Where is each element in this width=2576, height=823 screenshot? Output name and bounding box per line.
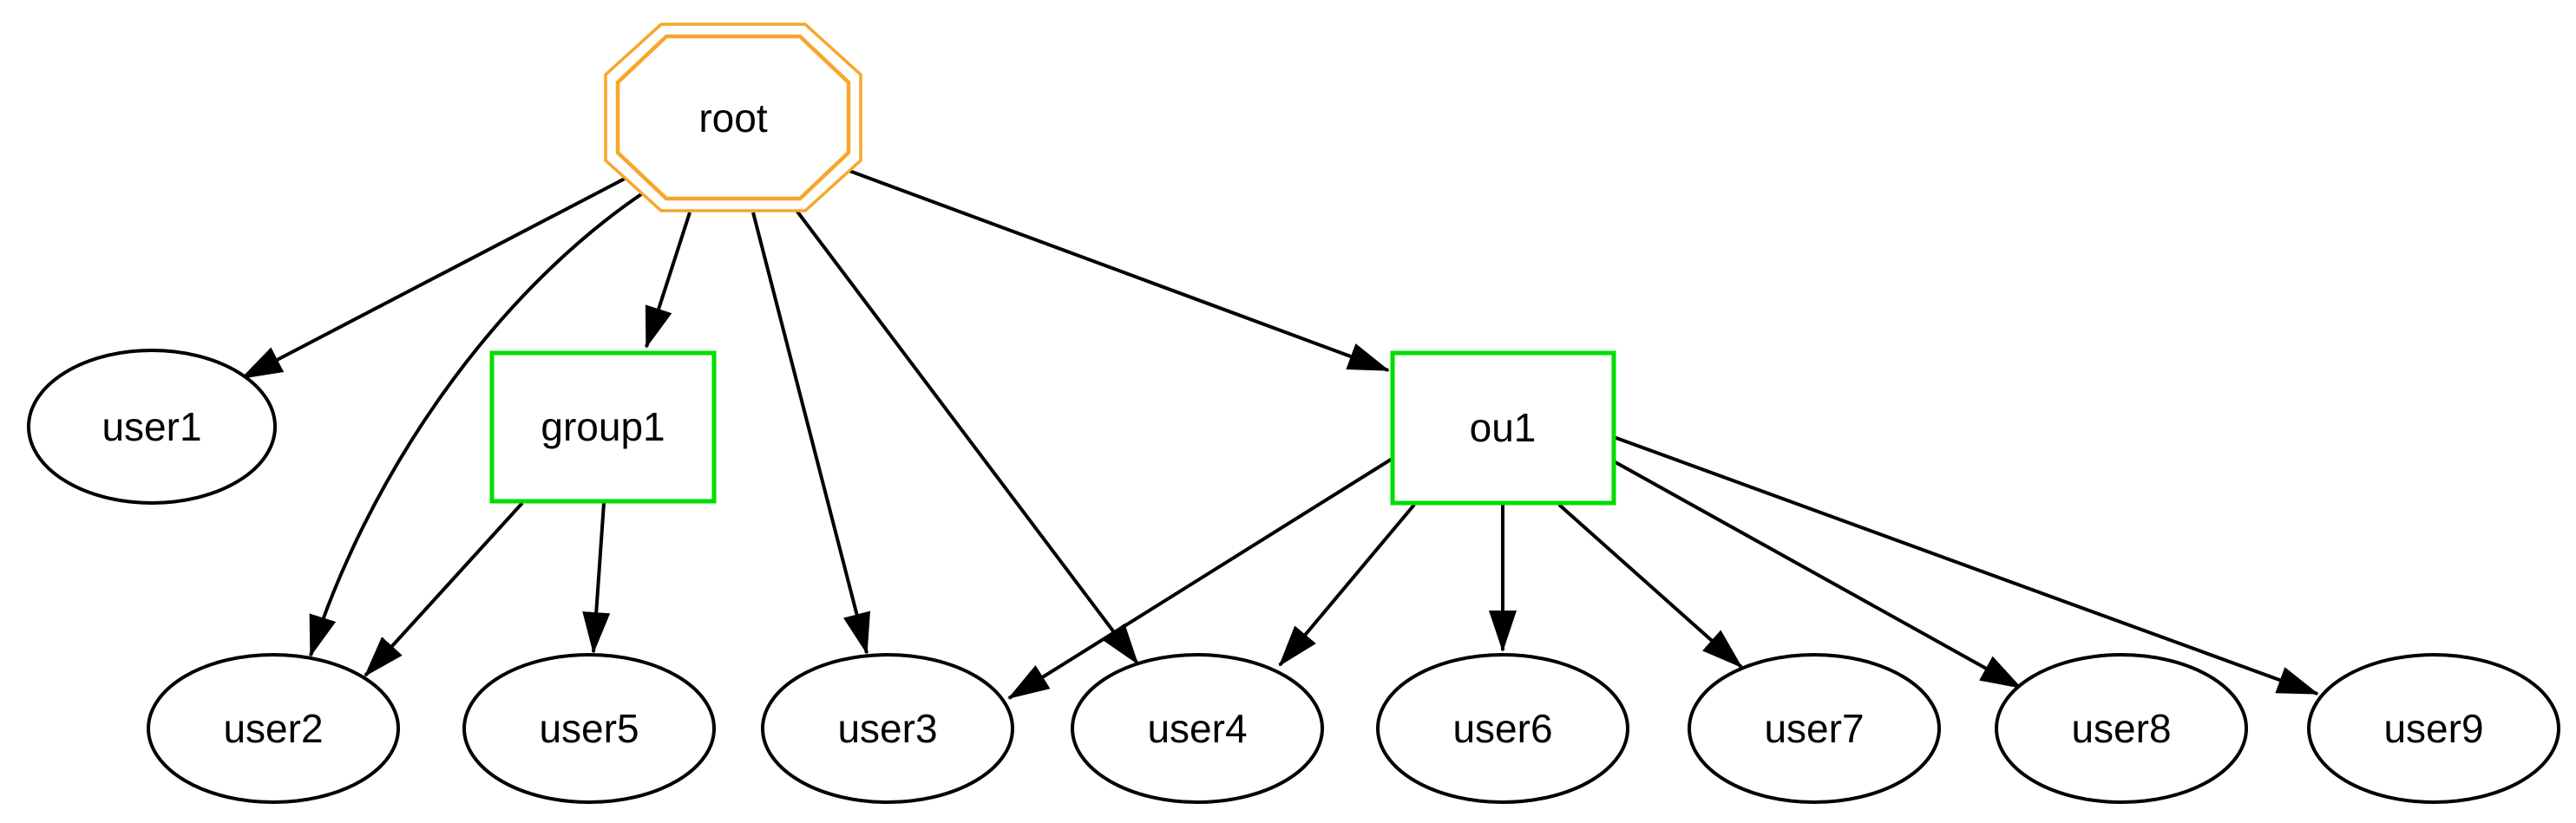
node-root: root xyxy=(604,23,862,212)
node-user5: user5 xyxy=(462,653,716,804)
user9-shape xyxy=(2307,653,2560,804)
node-user3: user3 xyxy=(761,653,1014,804)
node-user4: user4 xyxy=(1071,653,1324,804)
node-ou1: ou1 xyxy=(1390,350,1616,506)
edge-root-user1 xyxy=(240,177,626,380)
edge-ou1-user4 xyxy=(1278,503,1416,667)
edge-ou1-user7 xyxy=(1557,503,1743,669)
node-user9-label: user9 xyxy=(2383,706,2483,751)
edge-root-group1 xyxy=(645,212,692,349)
edge-ou1-user3 xyxy=(1007,456,1395,700)
root-octagon-outer xyxy=(604,23,862,212)
user4-shape xyxy=(1071,653,1324,804)
edge-root-user2 xyxy=(309,191,646,657)
node-user6: user6 xyxy=(1376,653,1629,804)
edge-group1-user2 xyxy=(364,501,524,677)
node-user2-label: user2 xyxy=(223,706,323,751)
user1-shape xyxy=(27,349,277,505)
node-root-label: root xyxy=(698,95,767,140)
user8-shape xyxy=(1995,653,2248,804)
root-octagon-inner xyxy=(615,34,851,201)
user7-shape xyxy=(1688,653,1941,804)
user2-shape xyxy=(147,653,400,804)
edge-root-user4 xyxy=(793,206,1139,665)
ou1-shape xyxy=(1390,350,1616,506)
node-group1-label: group1 xyxy=(541,404,665,449)
node-group1: group1 xyxy=(489,350,717,504)
user3-shape xyxy=(761,653,1014,804)
group1-shape xyxy=(489,350,717,504)
edge-group xyxy=(240,169,2319,700)
edge-root-user3 xyxy=(751,212,871,655)
node-user4-label: user4 xyxy=(1147,706,1247,751)
node-user2: user2 xyxy=(147,653,400,804)
node-user1: user1 xyxy=(27,349,277,505)
edge-ou1-user9 xyxy=(1613,435,2319,696)
edge-root-ou1 xyxy=(849,169,1390,372)
node-user8: user8 xyxy=(1995,653,2248,804)
node-user8-label: user8 xyxy=(2071,706,2171,751)
edge-ou1-user8 xyxy=(1613,460,2022,689)
node-ou1-label: ou1 xyxy=(1470,405,1537,450)
user6-shape xyxy=(1376,653,1629,804)
node-user6-label: user6 xyxy=(1452,706,1552,751)
node-user7-label: user7 xyxy=(1764,706,1864,751)
user5-shape xyxy=(462,653,716,804)
node-user7: user7 xyxy=(1688,653,1941,804)
node-user5-label: user5 xyxy=(539,706,639,751)
node-user3-label: user3 xyxy=(837,706,937,751)
node-user1-label: user1 xyxy=(102,404,201,449)
edge-group1-user5 xyxy=(582,502,611,654)
node-user9: user9 xyxy=(2307,653,2560,804)
